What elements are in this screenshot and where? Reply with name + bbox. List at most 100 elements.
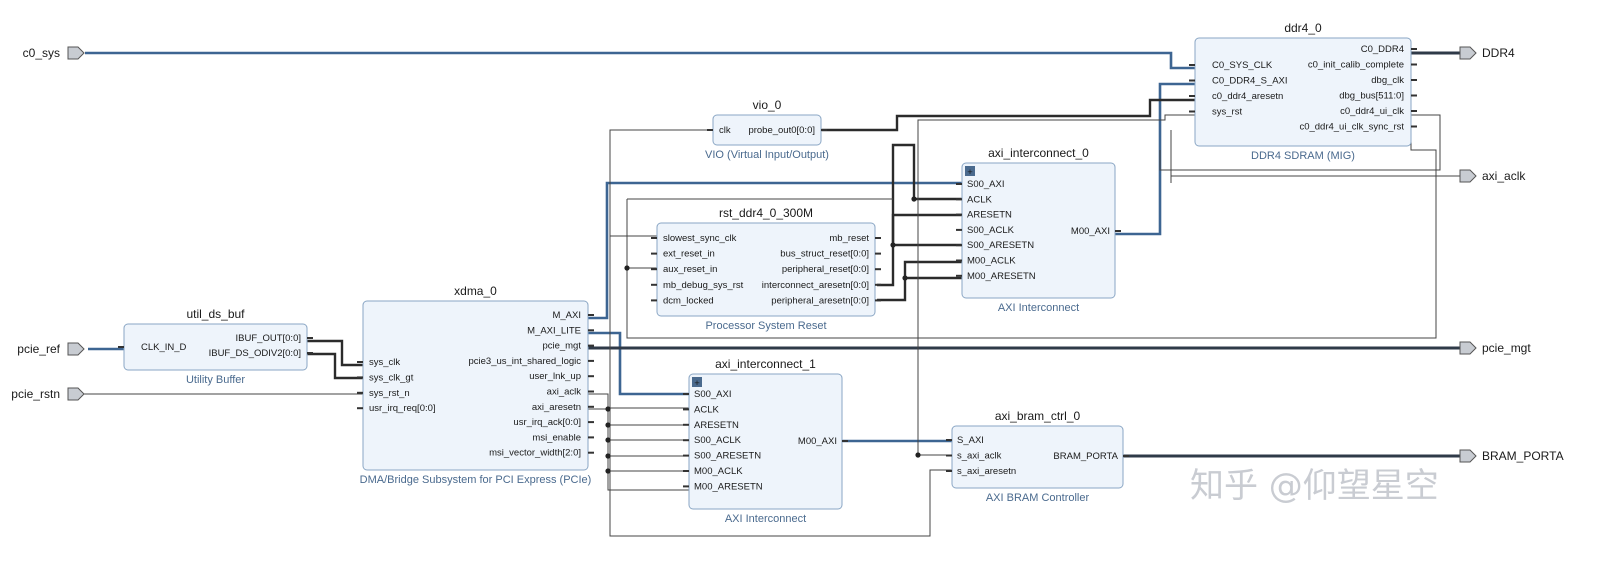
pin-pcie3-us-int-shared-logic[interactable]: pcie3_us_int_shared_logic xyxy=(469,356,582,367)
pin-peripheral-reset-0-0[interactable]: peripheral_reset[0:0] xyxy=(782,264,869,275)
pin-usr-irq-req-0-0[interactable]: usr_irq_req[0:0] xyxy=(369,403,436,414)
pin-msi-vector-width-2-0[interactable]: msi_vector_width[2:0] xyxy=(489,448,581,459)
pin-c0-init-calib-complete[interactable]: c0_init_calib_complete xyxy=(1308,60,1404,71)
net-wire xyxy=(891,215,962,247)
pin-ibuf-ds-odiv2-0-0[interactable]: IBUF_DS_ODIV2[0:0] xyxy=(209,348,301,359)
block-title: vio_0 xyxy=(753,98,782,112)
pin-c0-sys-clk[interactable]: C0_SYS_CLK xyxy=(1212,60,1273,71)
pin-clk[interactable]: clk xyxy=(719,125,731,136)
port-arrow-icon[interactable] xyxy=(1459,46,1477,60)
pin-m00-aclk[interactable]: M00_ACLK xyxy=(694,466,743,477)
block-subtitle: DDR4 SDRAM (MIG) xyxy=(1251,150,1355,162)
net-wire xyxy=(1159,114,1441,171)
pin-s00-aclk[interactable]: S00_ACLK xyxy=(694,435,742,446)
expand-icon-glyph: + xyxy=(694,378,700,389)
pin-dbg-clk[interactable]: dbg_clk xyxy=(1371,75,1404,86)
pin-sys-rst[interactable]: sys_rst xyxy=(1212,107,1242,118)
block-body[interactable] xyxy=(1194,37,1412,147)
pin-s00-aresetn[interactable]: S00_ARESETN xyxy=(967,240,1034,251)
pin-msi-enable[interactable]: msi_enable xyxy=(532,432,581,443)
pin-aclk[interactable]: ACLK xyxy=(694,404,719,415)
pin-c0-ddr4[interactable]: C0_DDR4 xyxy=(1361,44,1404,55)
port-axi-aclk[interactable]: axi_aclk xyxy=(1459,169,1526,183)
pin-axi-aclk[interactable]: axi_aclk xyxy=(547,387,582,398)
pin-s00-aclk[interactable]: S00_ACLK xyxy=(967,225,1015,236)
pin-dbg-bus-511-0[interactable]: dbg_bus[511:0] xyxy=(1339,91,1404,102)
pin-s-axi-aresetn[interactable]: s_axi_aresetn xyxy=(957,466,1016,477)
pin-m00-axi[interactable]: M00_AXI xyxy=(798,436,837,447)
port-ddr4[interactable]: DDR4 xyxy=(1459,46,1515,60)
pin-ibuf-out-0-0[interactable]: IBUF_OUT[0:0] xyxy=(236,333,301,344)
port-pcie-ref[interactable]: pcie_ref xyxy=(17,342,85,356)
net-wire xyxy=(821,98,1195,132)
block-body[interactable] xyxy=(362,300,589,471)
pin-m-axi[interactable]: M_AXI xyxy=(552,310,581,321)
port-bram-porta[interactable]: BRAM_PORTA xyxy=(1459,449,1564,463)
pin-aux-reset-in[interactable]: aux_reset_in xyxy=(663,264,717,275)
pin-user-lnk-up[interactable]: user_lnk_up xyxy=(529,371,581,382)
port-arrow-icon[interactable] xyxy=(1459,341,1477,355)
pin-sys-rst-n[interactable]: sys_rst_n xyxy=(369,388,410,399)
pin-pcie-mgt[interactable]: pcie_mgt xyxy=(542,341,581,352)
pin-bus-struct-reset-0-0[interactable]: bus_struct_reset[0:0] xyxy=(780,249,869,260)
pin-s00-axi[interactable]: S00_AXI xyxy=(967,179,1005,190)
pin-peripheral-aresetn-0-0[interactable]: peripheral_aresetn[0:0] xyxy=(771,295,869,306)
expand-icon[interactable] xyxy=(692,377,702,387)
pin-bram-porta[interactable]: BRAM_PORTA xyxy=(1053,451,1118,462)
pin-aresetn[interactable]: ARESETN xyxy=(967,210,1012,221)
expand-icon[interactable] xyxy=(965,166,975,176)
port-pcie-mgt[interactable]: pcie_mgt xyxy=(1459,341,1531,355)
pin-mb-reset[interactable]: mb_reset xyxy=(829,233,869,244)
pin-slowest-sync-clk[interactable]: slowest_sync_clk xyxy=(663,233,737,244)
pin-aresetn[interactable]: ARESETN xyxy=(694,420,739,431)
net-wire xyxy=(891,143,962,215)
pin-dcm-locked[interactable]: dcm_locked xyxy=(663,295,714,306)
pin-usr-irq-ack-0-0[interactable]: usr_irq_ack[0:0] xyxy=(513,417,581,428)
pin-clk-in-d[interactable]: CLK_IN_D xyxy=(141,342,187,353)
port-arrow-icon[interactable] xyxy=(1459,449,1477,463)
pin-sys-clk-gt[interactable]: sys_clk_gt xyxy=(369,372,414,383)
pin-ext-reset-in[interactable]: ext_reset_in xyxy=(663,249,715,260)
port-arrow-icon[interactable] xyxy=(67,342,85,356)
expand-icon-glyph: + xyxy=(967,167,973,178)
pin-mb-debug-sys-rst[interactable]: mb_debug_sys_rst xyxy=(663,280,744,291)
pin-m00-aresetn[interactable]: M00_ARESETN xyxy=(694,481,763,492)
port-label: c0_sys xyxy=(23,46,60,60)
pin-c0-ddr4-ui-clk[interactable]: c0_ddr4_ui_clk xyxy=(1340,106,1404,117)
pin-m-axi-lite[interactable]: M_AXI_LITE xyxy=(527,325,581,336)
pin-s00-axi[interactable]: S00_AXI xyxy=(694,389,732,400)
pin-interconnect-aresetn-0-0[interactable]: interconnect_aresetn[0:0] xyxy=(762,280,869,291)
pin-s-axi[interactable]: S_AXI xyxy=(957,435,984,446)
port-arrow-icon[interactable] xyxy=(1459,169,1477,183)
pin-s00-aresetn[interactable]: S00_ARESETN xyxy=(694,451,761,462)
pin-probe-out0-0-0[interactable]: probe_out0[0:0] xyxy=(748,125,815,136)
pin-m00-aclk[interactable]: M00_ACLK xyxy=(967,256,1016,267)
port-pcie-rstn[interactable]: pcie_rstn xyxy=(11,387,85,401)
port-arrow-icon[interactable] xyxy=(67,387,85,401)
port-c0-sys[interactable]: c0_sys xyxy=(23,46,85,60)
port-label: pcie_rstn xyxy=(11,387,60,401)
net-wire xyxy=(903,260,962,278)
pin-axi-aresetn[interactable]: axi_aresetn xyxy=(532,402,581,413)
pin-m00-axi[interactable]: M00_AXI xyxy=(1071,226,1110,237)
pin-sys-clk[interactable]: sys_clk xyxy=(369,357,400,368)
pin-m00-aresetn[interactable]: M00_ARESETN xyxy=(967,271,1036,282)
pin-aclk[interactable]: ACLK xyxy=(967,194,992,205)
net-junction xyxy=(605,406,611,412)
pin-c0-ddr4-ui-clk-sync-rst[interactable]: c0_ddr4_ui_clk_sync_rst xyxy=(1299,122,1404,133)
pin-c0-ddr4-s-axi[interactable]: C0_DDR4_S_AXI xyxy=(1212,76,1288,87)
pin-s-axi-aclk[interactable]: s_axi_aclk xyxy=(957,451,1002,462)
port-arrow-icon[interactable] xyxy=(67,46,85,60)
pin-c0-ddr4-aresetn[interactable]: c0_ddr4_aresetn xyxy=(1212,91,1283,102)
block-subtitle: DMA/Bridge Subsystem for PCI Express (PC… xyxy=(360,474,592,486)
